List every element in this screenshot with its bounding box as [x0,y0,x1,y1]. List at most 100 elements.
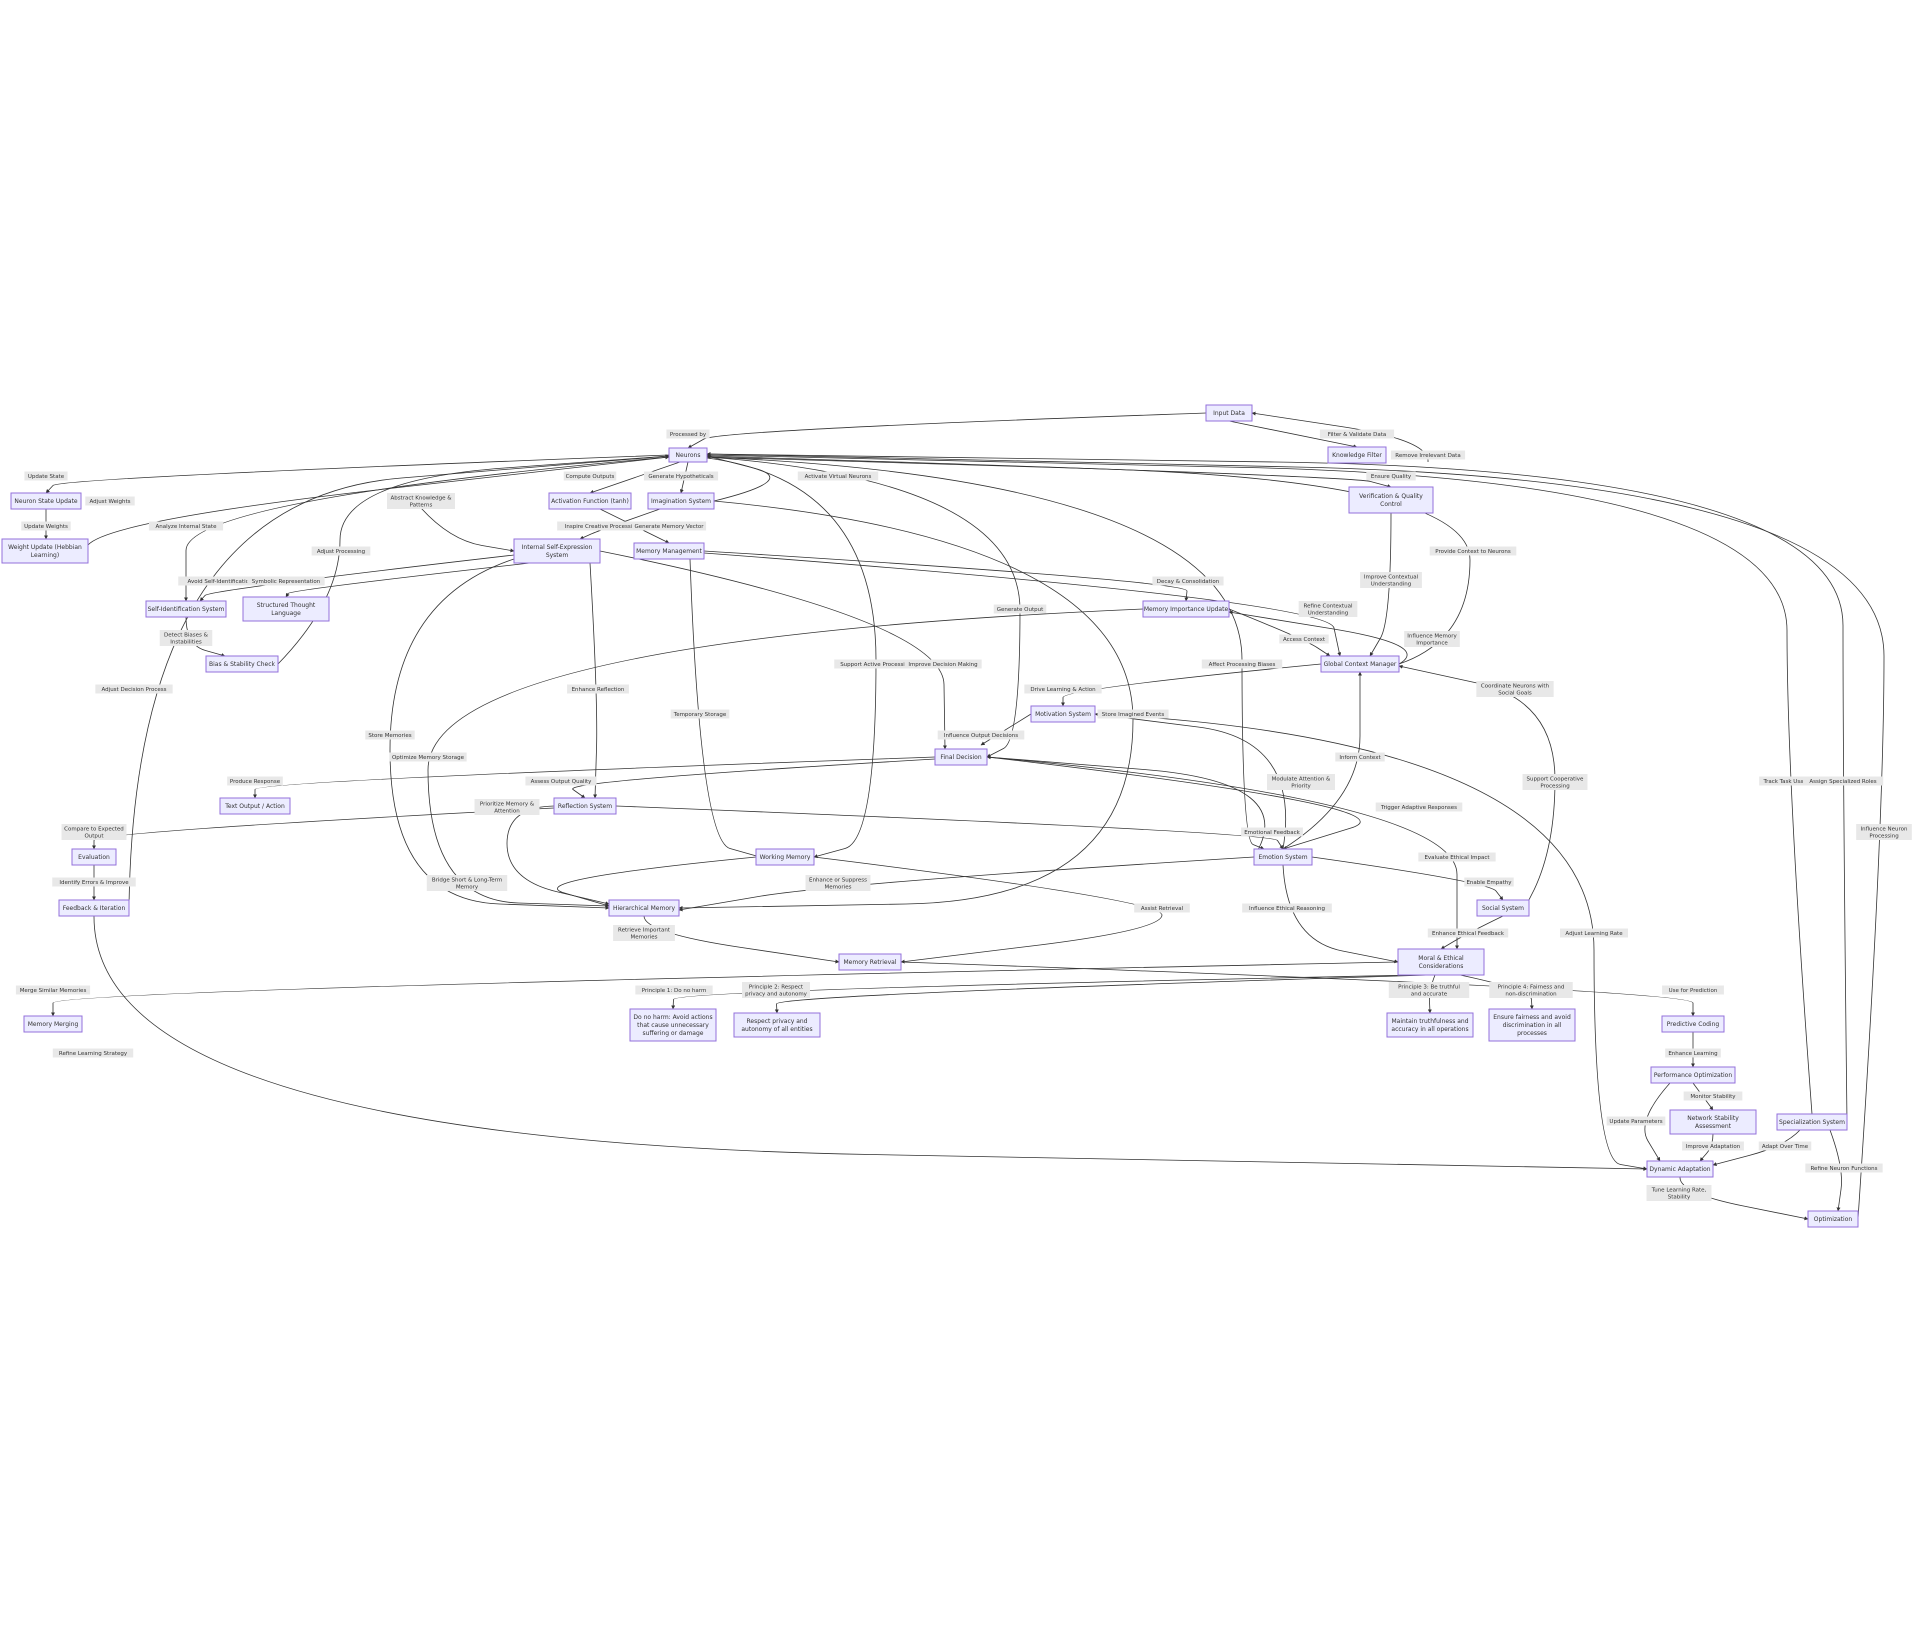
node-predictive-coding[interactable]: Predictive Coding [1661,1015,1725,1033]
edge-line [706,457,877,858]
edge-internal-final [599,550,947,750]
edge-line [1311,856,1504,901]
node-box [633,542,705,560]
edge-emotion-hierarchical [678,856,1255,912]
node-knowledge-filter[interactable]: Knowledge Filter [1327,446,1387,464]
node-imagination-system[interactable]: Imagination System [647,492,715,510]
edge-label-text: Refine Neuron Functions [1810,1166,1877,1172]
node-box [608,899,680,917]
node-box [1397,948,1485,976]
edge-label-text: Influence Neuron [1860,827,1908,833]
edge-label-bg [937,730,1025,740]
node-activation-function[interactable]: Activation Function (tanh) [548,492,632,510]
node-memory-merging[interactable]: Memory Merging [23,1015,83,1033]
edge-label-text: Affect Processing Biases [1209,662,1276,668]
node-text-output[interactable]: Text Output / Action [219,797,291,815]
edge-label-update-parameters: Update Parameters [1606,1116,1666,1126]
node-label-text: Neuron State Update [14,498,78,505]
edge-label-emotional-feedback: Emotional Feedback [1241,827,1303,837]
edge-label-enhance-ethical-feedback: Enhance Ethical Feedback [1427,928,1509,938]
node-self-identification[interactable]: Self-Identification System [145,600,227,618]
edge-label-bg [1335,752,1385,762]
edge-label-remove-irrelevant: Remove Irrelevant Data [1390,450,1466,460]
node-working-memory[interactable]: Working Memory [755,848,815,866]
node-specialization-system[interactable]: Specialization System [1776,1113,1848,1131]
node-dynamic-adaptation[interactable]: Dynamic Adaptation [1646,1160,1714,1178]
edge-line [986,755,1266,858]
edge-label-bg [1388,982,1470,998]
edge-label-trigger-adaptive: Trigger Adaptive Responses [1375,802,1463,812]
edge-label-text: Enable Empathy [1466,880,1512,886]
edge-label-text: Improve Contextual [1364,575,1419,581]
node-box [1,538,89,564]
edge-specialization-neurons [706,453,1813,1115]
edge-label-bg [21,521,71,531]
node-memory-importance-update[interactable]: Memory Importance Update [1142,600,1230,618]
edge-label-adjust-weights: Adjust Weights [85,496,135,506]
edge-line [1061,663,1322,707]
edge-label-bg [1097,709,1169,719]
node-final-decision[interactable]: Final Decision [934,748,988,766]
node-feedback-iteration[interactable]: Feedback & Iteration [58,899,130,917]
node-label-text: Global Context Manager [1324,661,1397,668]
edge-internal-reflection [589,562,598,799]
edge-label-text: Generate Memory Vector [634,524,704,530]
node-reflection-system[interactable]: Reflection System [553,797,617,815]
edge-label-bg [1242,903,1332,913]
node-label-text: that cause unnecessary [637,1022,709,1029]
node-emotion-system[interactable]: Emotion System [1253,848,1313,866]
node-memory-retrieval[interactable]: Memory Retrieval [838,953,902,971]
edge-label-text: Principle 3: Be truthful [1398,985,1460,991]
node-neurons[interactable]: Neurons [668,447,708,463]
node-memory-management[interactable]: Memory Management [633,542,705,560]
edge-label-text: Adjust Processing [317,549,365,555]
edge-neurons-neuron-state [45,454,670,494]
edge-final-text [253,756,936,799]
node-neuron-state-update[interactable]: Neuron State Update [10,492,82,510]
edge-label-bg [1802,776,1884,786]
node-input-data[interactable]: Input Data [1205,404,1253,422]
node-social-system[interactable]: Social System [1476,899,1530,917]
edge-label-refine-learning: Refine Learning Strategy [52,1048,134,1058]
edge-label-text: Update Weights [24,524,68,530]
edge-internal-hierarchical [389,558,610,910]
node-box [1142,600,1230,618]
edge-label-bg [1665,1048,1721,1058]
node-label-text: Respect privacy and [747,1018,808,1025]
edge-label-text: Bridge Short & Long-Term [432,878,502,884]
node-optimization[interactable]: Optimization [1807,1210,1859,1228]
node-label-text: autonomy of all entities [741,1026,812,1033]
edge-line [420,507,515,553]
node-global-context-manager[interactable]: Global Context Manager [1320,655,1400,673]
node-hierarchical-memory[interactable]: Hierarchical Memory [608,899,680,917]
edge-label-bg [635,985,713,995]
edge-motivation-dynamic [1094,713,1648,1171]
node-motivation-system[interactable]: Motivation System [1030,705,1096,723]
edge-label-text: and accurate [1411,992,1448,998]
edge-label-bg [365,730,415,740]
node-evaluation[interactable]: Evaluation [71,848,117,866]
node-principle4-box[interactable]: Ensure fairness and avoiddiscrimination … [1488,1008,1576,1042]
node-performance-optimization[interactable]: Performance Optimization [1650,1066,1736,1084]
edge-label-text: Refine Learning Strategy [59,1051,128,1057]
edge-label-text: Improve Decision Making [908,662,977,668]
edge-line [589,562,598,799]
edge-label-influence-ethical: Influence Ethical Reasoning [1242,903,1332,913]
node-label-text: Weight Update (Hebbian [8,544,82,551]
node-bias-stability-check[interactable]: Bias & Stability Check [205,655,279,673]
edge-label-text: Update Parameters [1609,1119,1662,1125]
edge-label-text: Adjust Weights [90,499,131,505]
